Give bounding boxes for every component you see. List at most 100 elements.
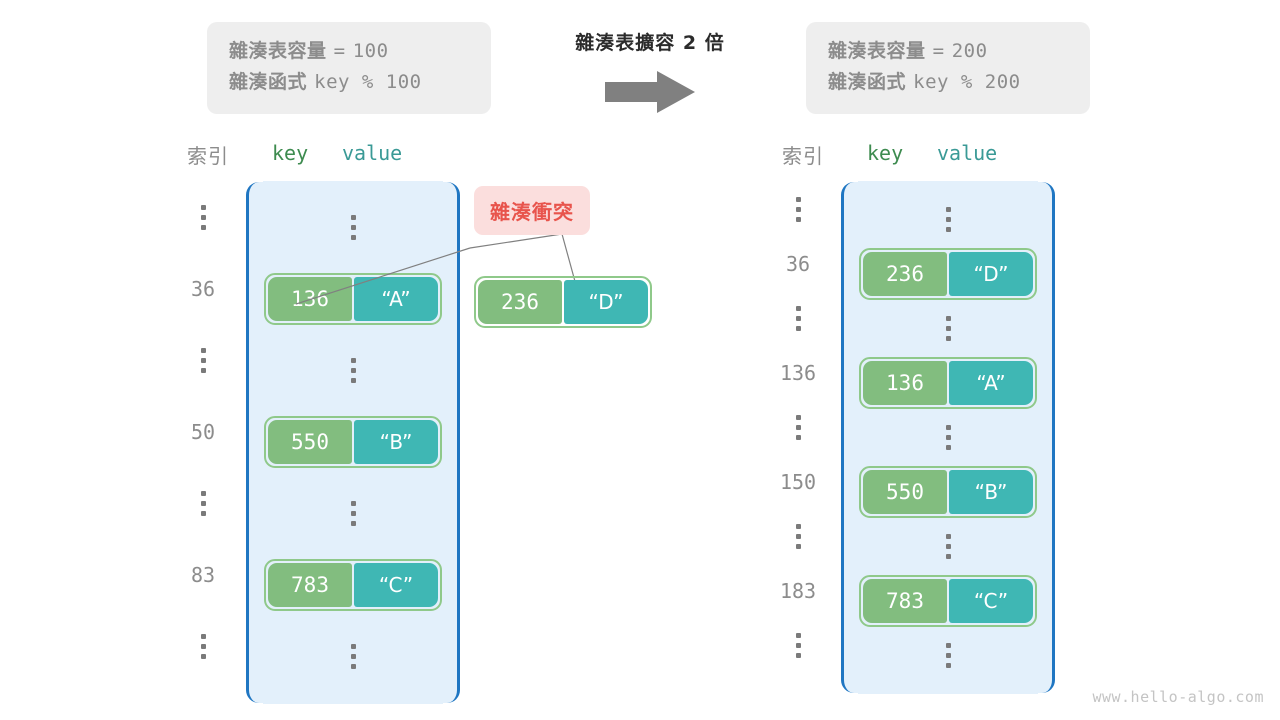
before-capacity-value: 100 — [352, 40, 389, 62]
entry-pair: 783“C” — [859, 574, 1037, 627]
vertical-ellipsis-icon — [200, 634, 206, 660]
before-function-expr: key % 100 — [314, 71, 422, 93]
before-index-header: 索引 — [187, 144, 229, 168]
index-ellipsis — [160, 325, 246, 397]
table-row: 550“B” — [844, 465, 1052, 520]
bucket-ellipsis — [844, 410, 1052, 465]
index-ellipsis — [160, 182, 246, 254]
before-function-line: 雜湊函式 key % 100 — [229, 67, 469, 98]
index-ellipsis — [755, 618, 841, 673]
after-function-line: 雜湊函式 key % 200 — [828, 67, 1068, 98]
bucket-ellipsis — [844, 192, 1052, 247]
index-label: 50 — [190, 420, 216, 445]
after-key-header: key — [867, 141, 904, 165]
index-label: 183 — [779, 578, 817, 603]
before-column-headers: 索引 key value — [160, 140, 460, 182]
before-bucket-column: 136“A” 550“B” 783“C” — [246, 181, 460, 703]
after-capacity-line: 雜湊表容量 = 200 — [828, 36, 1068, 67]
entry-key-cell: 550 — [268, 420, 352, 465]
after-index-header: 索引 — [782, 144, 824, 168]
bucket-ellipsis — [844, 628, 1052, 683]
index-ellipsis — [755, 182, 841, 237]
entry-key-cell: 550 — [863, 469, 947, 514]
vertical-ellipsis-icon — [795, 523, 801, 549]
index-label: 36 — [785, 251, 811, 276]
index-ellipsis — [160, 611, 246, 683]
after-info-box: 雜湊表容量 = 200 雜湊函式 key % 200 — [806, 22, 1090, 114]
index-ellipsis — [160, 468, 246, 540]
bucket-ellipsis — [249, 478, 457, 550]
after-value-header: value — [937, 141, 998, 165]
before-hash-table: 索引 key value 36 50 83 136“A” 550“B” 783“C” — [160, 140, 460, 703]
entry-key-cell: 783 — [863, 578, 947, 623]
after-function-expr: key % 200 — [913, 71, 1021, 93]
table-row: 236“D” — [844, 247, 1052, 302]
vertical-ellipsis-icon — [945, 206, 951, 232]
vertical-ellipsis-icon — [200, 348, 206, 374]
index-label: 36 — [190, 277, 216, 302]
entry-key-cell: 236 — [478, 280, 562, 324]
before-rows-area: 36 50 83 136“A” 550“B” 783“C” — [160, 181, 460, 703]
bucket-ellipsis — [249, 621, 457, 693]
table-row: 136“A” — [844, 356, 1052, 411]
index-label: 136 — [779, 360, 817, 385]
bucket-ellipsis — [249, 335, 457, 407]
before-capacity-line: 雜湊表容量 = 100 — [229, 36, 469, 67]
vertical-ellipsis-icon — [350, 358, 356, 384]
vertical-ellipsis-icon — [350, 215, 356, 241]
vertical-ellipsis-icon — [795, 414, 801, 440]
entry-key-cell: 236 — [863, 251, 947, 296]
before-key-header: key — [272, 141, 309, 165]
entry-pair: 783“C” — [264, 559, 442, 612]
entry-value-cell: “C” — [949, 578, 1033, 623]
index-label: 150 — [779, 469, 817, 494]
entry-value-cell: “A” — [949, 360, 1033, 405]
vertical-ellipsis-icon — [350, 501, 356, 527]
index-label: 83 — [190, 563, 216, 588]
after-capacity-label: 雜湊表容量 — [828, 40, 926, 62]
vertical-ellipsis-icon — [795, 305, 801, 331]
before-capacity-eq: = — [333, 40, 346, 62]
entry-pair: 136“A” — [264, 273, 442, 326]
vertical-ellipsis-icon — [945, 315, 951, 341]
before-info-box: 雜湊表容量 = 100 雜湊函式 key % 100 — [207, 22, 491, 114]
collision-entry: 236 “D” — [474, 276, 652, 328]
before-index-column: 36 50 83 — [160, 182, 246, 703]
entry-pair: 550“B” — [859, 465, 1037, 518]
entry-pair: 550“B” — [264, 416, 442, 469]
entry-key-cell: 136 — [863, 360, 947, 405]
table-row: 550“B” — [249, 407, 457, 479]
before-value-header: value — [342, 141, 403, 165]
bucket-ellipsis — [249, 192, 457, 264]
table-row: 136“A” — [249, 264, 457, 336]
after-function-label: 雜湊函式 — [828, 71, 907, 93]
after-column-headers: 索引 key value — [755, 140, 1055, 182]
collision-callout-group: 雜湊衝突 236 “D” — [296, 186, 666, 336]
bucket-ellipsis — [844, 519, 1052, 574]
entry-value-cell: “A” — [354, 277, 438, 322]
entry-value-cell: “C” — [354, 563, 438, 608]
vertical-ellipsis-icon — [945, 533, 951, 559]
before-capacity-label: 雜湊表容量 — [229, 40, 327, 62]
entry-value-cell: “D” — [564, 280, 648, 324]
after-index-column: 36 136 150 183 — [755, 182, 841, 693]
vertical-ellipsis-icon — [795, 632, 801, 658]
entry-pair: 236“D” — [859, 247, 1037, 300]
entry-key-cell: 136 — [268, 277, 352, 322]
vertical-ellipsis-icon — [200, 491, 206, 517]
transition-group: 雜湊表擴容 2 倍 — [540, 28, 760, 113]
index-ellipsis — [755, 400, 841, 455]
watermark: www.hello-algo.com — [1092, 688, 1264, 706]
table-row: 783“C” — [249, 550, 457, 622]
entry-pair: 236 “D” — [474, 276, 652, 328]
before-function-label: 雜湊函式 — [229, 71, 308, 93]
entry-value-cell: “B” — [354, 420, 438, 465]
transition-title: 雜湊表擴容 2 倍 — [575, 32, 725, 54]
entry-value-cell: “D” — [949, 251, 1033, 296]
after-capacity-eq: = — [932, 40, 945, 62]
entry-value-cell: “B” — [949, 469, 1033, 514]
bucket-ellipsis — [844, 301, 1052, 356]
vertical-ellipsis-icon — [945, 424, 951, 450]
